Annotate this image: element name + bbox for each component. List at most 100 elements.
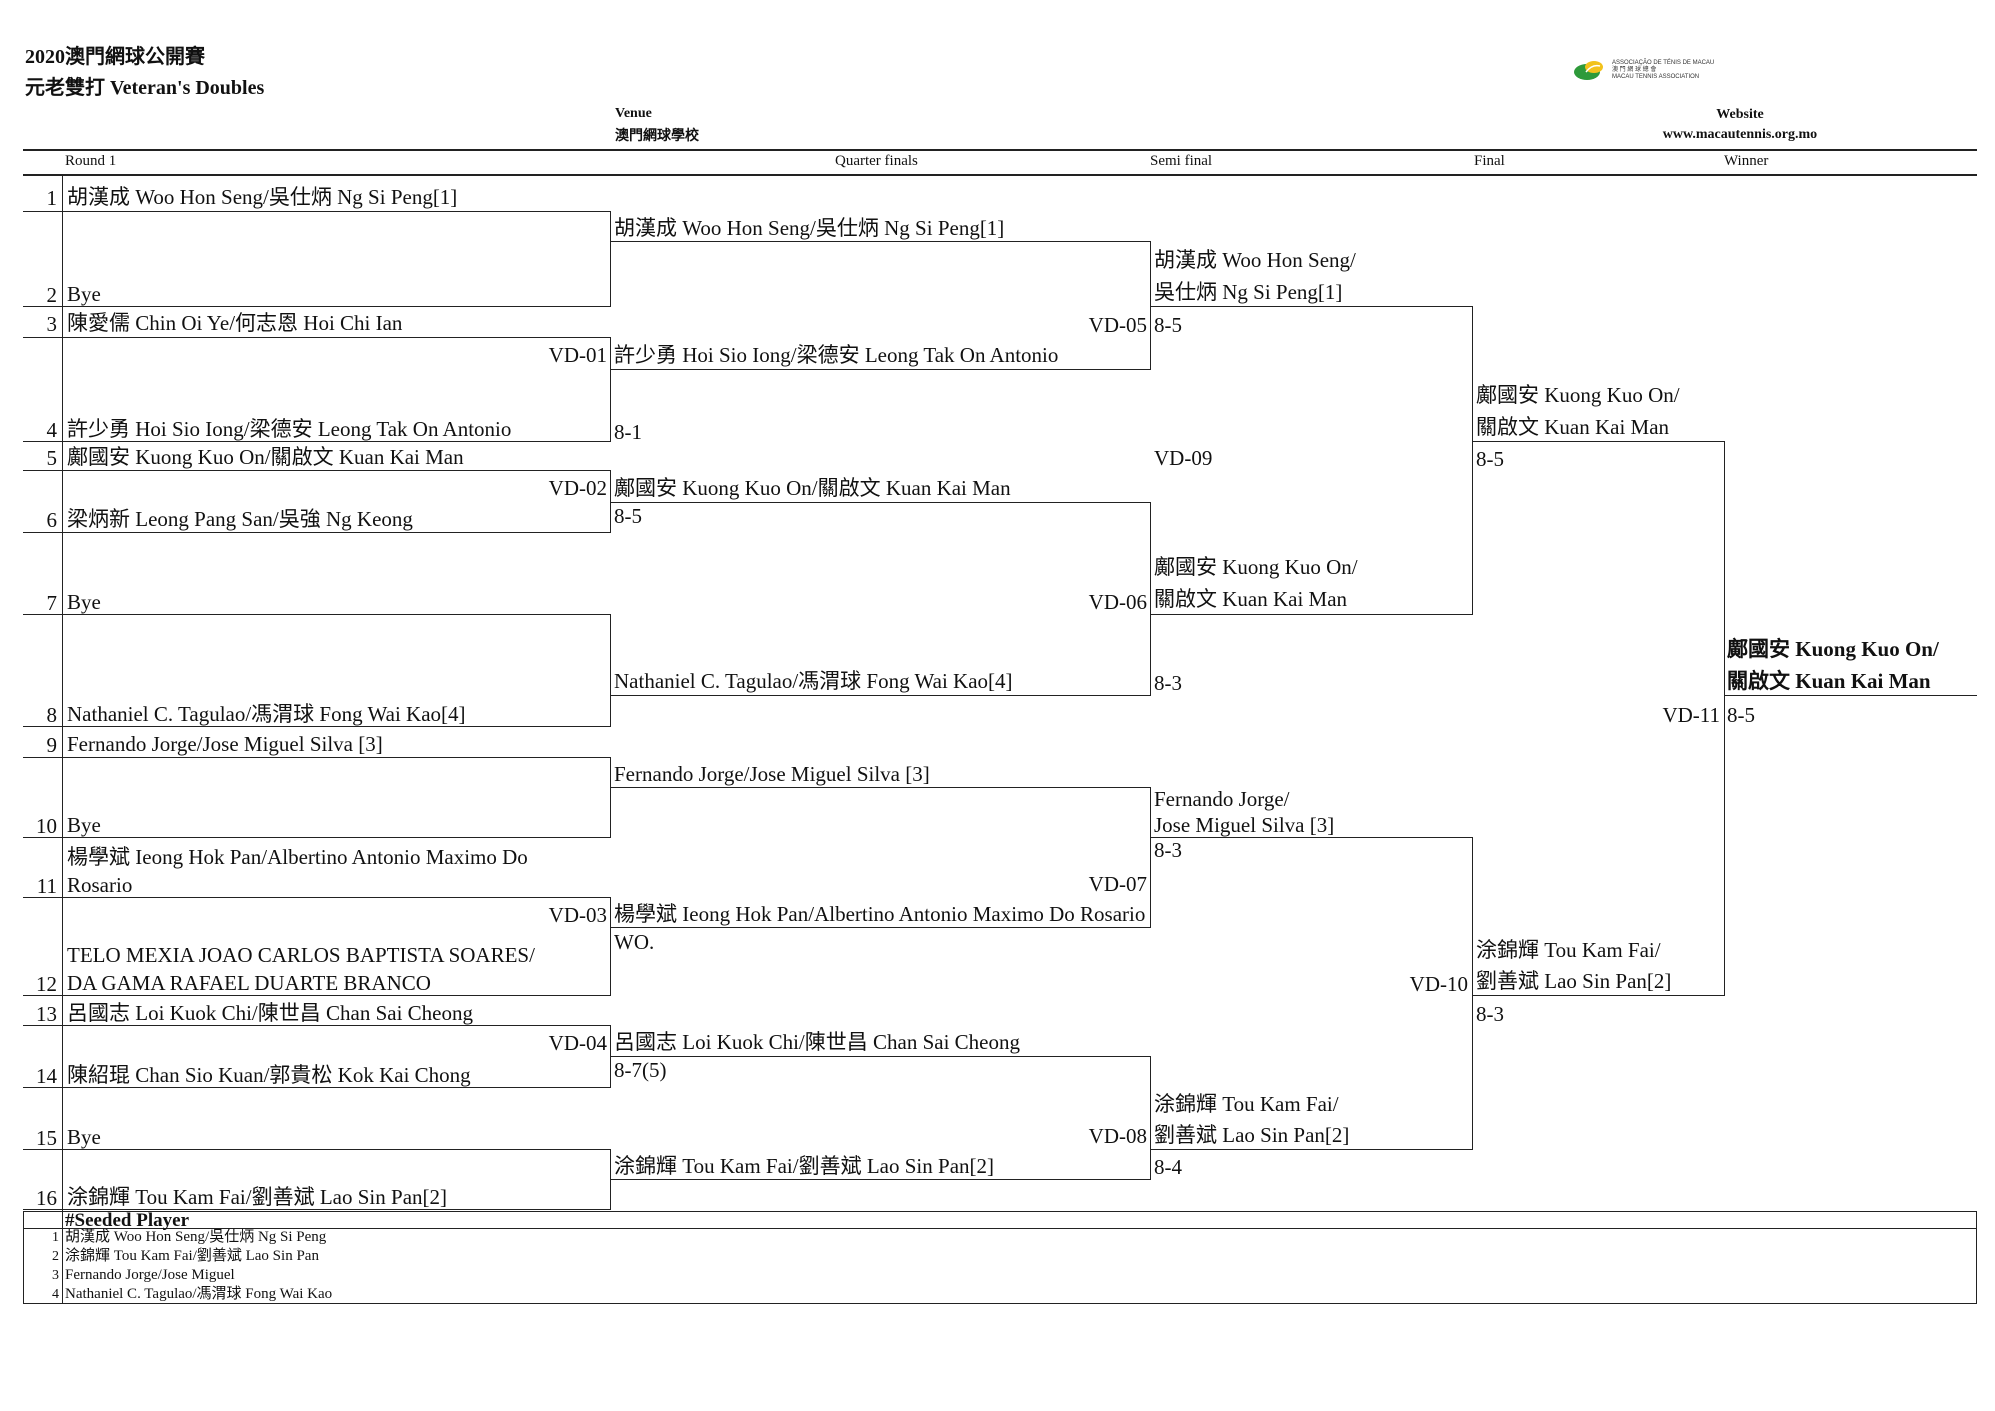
match-code: VD-01: [548, 343, 607, 367]
sf-line-2: [1151, 614, 1473, 616]
logo-text-2: 澳 門 網 球 總 會: [1612, 67, 1657, 73]
slot-number: 10: [36, 814, 57, 838]
qf-join-1: [1150, 241, 1152, 369]
r1-join-4: [610, 614, 612, 726]
r1-join-5: [610, 757, 612, 837]
seed-title: #Seeded Player: [65, 1210, 190, 1231]
slot-number: 8: [46, 703, 58, 727]
slot-number: 16: [36, 1186, 57, 1210]
event-title: 元老雙打 Veteran's Doubles: [25, 77, 265, 99]
logo-text-3: MACAU TENNIS ASSOCIATION: [1612, 74, 1700, 80]
sf-player-line1: 涂錦輝 Tou Kam Fai/: [1154, 1092, 1339, 1116]
qf-score: 8-5: [614, 504, 642, 528]
qf-line-8: [611, 1179, 1151, 1181]
slot-number: 3: [46, 312, 58, 336]
r1-player: 陳紹琨 Chan Sio Kuan/郭貴松 Kok Kai Chong: [67, 1063, 471, 1087]
website-label: Website: [1716, 107, 1764, 122]
r1-player: 梁炳新 Leong Pang San/吳強 Ng Keong: [67, 507, 413, 531]
qf-line-7: [611, 1056, 1151, 1058]
logo-text-1: ASSOCIAÇÃO DE TÉNIS DE MACAU: [1612, 60, 1715, 66]
sf-player-line2: 吳仕炳 Ng Si Peng[1]: [1154, 280, 1343, 304]
qf-score: WO.: [614, 930, 655, 954]
sf-player-line1: 胡漢成 Woo Hon Seng/: [1154, 248, 1356, 272]
col-final: Final: [1474, 153, 1505, 169]
col-round1: Round 1: [65, 153, 117, 169]
venue-value: 澳門網球學校: [615, 129, 699, 144]
sf-line-1: [1151, 306, 1473, 308]
r1-join-1: [610, 211, 612, 306]
slot-number: 5: [46, 446, 58, 470]
qf-player: Nathaniel C. Tagulao/馮渭球 Fong Wai Kao[4]: [614, 669, 1013, 693]
seed-number: 4: [52, 1287, 59, 1302]
seed-box-right: [1976, 1211, 1978, 1304]
slot-number: 12: [36, 972, 57, 996]
r1-line-2: [23, 306, 611, 308]
match-code: VD-03: [548, 903, 607, 927]
sf-score: 8-3: [1154, 838, 1182, 862]
r1-line-7: [23, 614, 611, 616]
r1-player: TELO MEXIA JOAO CARLOS BAPTISTA SOARES/: [67, 943, 535, 967]
qf-player: 胡漢成 Woo Hon Seng/吳仕炳 Ng Si Peng[1]: [614, 216, 1005, 240]
qf-player: 鄺國安 Kuong Kuo On/關啟文 Kuan Kai Man: [614, 476, 1011, 500]
qf-join-3: [1150, 787, 1152, 927]
sf-player-line2: 關啟文 Kuan Kai Man: [1154, 587, 1348, 611]
sf-player-line1: Fernando Jorge/: [1154, 787, 1290, 811]
r1-line-9: [23, 757, 611, 759]
slot-number: 9: [46, 733, 58, 757]
match-code: VD-08: [1088, 1124, 1147, 1148]
final-line-1: [1473, 441, 1725, 443]
qf-line-2: [611, 369, 1151, 371]
header-rule-top: [23, 149, 1977, 151]
slot-number: 15: [36, 1126, 57, 1150]
qf-join-4: [1150, 1056, 1152, 1179]
sf-score: 8-3: [1154, 671, 1182, 695]
seed-number: 1: [52, 1230, 59, 1245]
r1-line-16: [23, 1209, 611, 1211]
col-quarter-finals: Quarter finals: [835, 153, 918, 169]
seed-player: 胡漢成 Woo Hon Seng/吳仕炳 Ng Si Peng: [65, 1229, 327, 1245]
seed-box-divider: [62, 1211, 64, 1304]
r1-line-1: [23, 211, 611, 213]
final-player-line2: 劉善斌 Lao Sin Pan[2]: [1476, 969, 1672, 993]
r1-line-11: [23, 897, 611, 899]
qf-join-2: [1150, 502, 1152, 695]
slot-number: 1: [46, 186, 58, 210]
r1-player: Bye: [67, 282, 101, 306]
final-score: 8-3: [1476, 1002, 1504, 1026]
r1-join-2: [610, 337, 612, 441]
final-join: [1724, 441, 1726, 995]
r1-player: DA GAMA RAFAEL DUARTE BRANCO: [67, 971, 431, 995]
r1-player: Bye: [67, 1125, 101, 1149]
r1-player: Fernando Jorge/Jose Miguel Silva [3]: [67, 732, 383, 756]
r1-line-13: [23, 1025, 611, 1027]
qf-player: 楊學斌 Ieong Hok Pan/Albertino Antonio Maxi…: [614, 902, 1146, 926]
qf-player: 涂錦輝 Tou Kam Fai/劉善斌 Lao Sin Pan[2]: [614, 1154, 994, 1178]
r1-player: 鄺國安 Kuong Kuo On/關啟文 Kuan Kai Man: [67, 445, 464, 469]
r1-player: Bye: [67, 813, 101, 837]
venue-label: Venue: [615, 106, 652, 121]
winner-score: 8-5: [1727, 703, 1755, 727]
qf-player: 許少勇 Hoi Sio Iong/梁德安 Leong Tak On Antoni…: [614, 343, 1059, 367]
winner-line1: 鄺國安 Kuong Kuo On/: [1727, 637, 1939, 661]
seed-player: Fernando Jorge/Jose Miguel: [65, 1267, 235, 1283]
tournament-title: 2020澳門網球公開賽: [25, 46, 205, 68]
match-code: VD-06: [1088, 590, 1147, 614]
qf-line-4: [611, 695, 1151, 697]
match-code: VD-09: [1154, 446, 1213, 470]
header-rule-bottom: [23, 174, 1977, 176]
r1-player: 胡漢成 Woo Hon Seng/吳仕炳 Ng Si Peng[1]: [67, 185, 458, 209]
slot-number: 4: [46, 418, 58, 442]
match-code: VD-04: [548, 1031, 607, 1055]
match-code: VD-05: [1088, 313, 1147, 337]
qf-line-5: [611, 787, 1151, 789]
slot-number: 11: [36, 874, 57, 898]
qf-line-6: [611, 927, 1151, 929]
sf-player-line2: 劉善斌 Lao Sin Pan[2]: [1154, 1123, 1350, 1147]
match-code: VD-02: [548, 476, 607, 500]
tennis-ball-logo-icon: [1574, 61, 1603, 80]
final-score: 8-5: [1476, 447, 1504, 471]
col-semi-final: Semi final: [1150, 153, 1213, 169]
qf-line-1: [611, 241, 1151, 243]
winner-line: [1725, 695, 1977, 697]
